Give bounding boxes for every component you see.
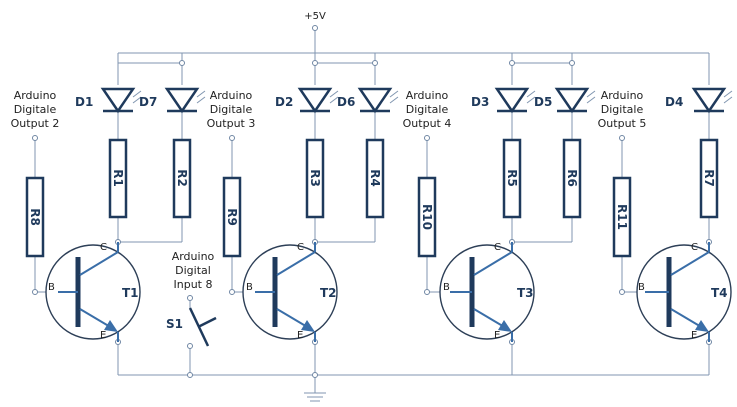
transistor-t2	[242, 242, 338, 342]
label-t4: T4	[711, 286, 728, 300]
led-d1	[100, 87, 142, 114]
label-d6: D6	[337, 95, 355, 109]
label-t2-c: C	[297, 242, 304, 253]
label-t3-e: E	[494, 330, 500, 341]
label-t1-b: B	[48, 282, 55, 293]
resistor-r3	[305, 138, 325, 219]
output-3-line1: Arduino	[210, 89, 253, 102]
input-8-line3: Input 8	[174, 278, 213, 291]
label-t2: T2	[320, 286, 337, 300]
resistor-r6	[562, 138, 582, 219]
label-t4-b: B	[638, 282, 645, 293]
resistor-r1	[108, 138, 128, 219]
output-4-line3: Output 4	[403, 117, 452, 130]
label-t1-c: C	[100, 242, 107, 253]
label-r3: R3	[308, 169, 322, 187]
junction-nodes	[32, 25, 712, 378]
label-t1-e: E	[100, 330, 106, 341]
output-2-line2: Digitale	[14, 103, 57, 116]
label-r8: R8	[28, 208, 42, 226]
led-d7	[164, 87, 206, 114]
labels: +5V D1 D7 D2 D6 D3 D5 D4 R1 R2 R3 R4 R5 …	[11, 11, 728, 341]
output-2-line3: Output 2	[11, 117, 60, 130]
transistor-t4	[636, 242, 732, 342]
input-8-line1: Arduino	[172, 250, 215, 263]
led-d4	[691, 87, 733, 114]
resistor-r4	[365, 138, 385, 219]
label-d1: D1	[75, 95, 93, 109]
label-r5: R5	[505, 169, 519, 187]
led-d6	[357, 87, 399, 114]
label-r6: R6	[565, 169, 579, 187]
output-4-line2: Digitale	[406, 103, 449, 116]
label-r2: R2	[175, 169, 189, 187]
label-d5: D5	[534, 95, 552, 109]
label-d4: D4	[665, 95, 683, 109]
label-t3: T3	[517, 286, 534, 300]
output-5-line2: Digitale	[601, 103, 644, 116]
resistor-r11	[612, 176, 632, 258]
label-t2-b: B	[246, 282, 253, 293]
output-3-line2: Digitale	[210, 103, 253, 116]
label-d7: D7	[139, 95, 157, 109]
led-d2	[297, 87, 339, 114]
resistor-r9	[222, 176, 242, 258]
transistor-t1	[45, 242, 141, 342]
label-t2-e: E	[297, 330, 303, 341]
output-5-line1: Arduino	[601, 89, 644, 102]
label-t1: T1	[122, 286, 139, 300]
led-d3	[494, 87, 536, 114]
input-8-line2: Digital	[175, 264, 211, 277]
led-d5	[554, 87, 596, 114]
label-t4-e: E	[691, 330, 697, 341]
supply-label: +5V	[304, 11, 326, 22]
resistor-r7	[699, 138, 719, 219]
label-r1: R1	[111, 169, 125, 187]
label-r4: R4	[368, 169, 382, 187]
resistor-r5	[502, 138, 522, 219]
output-5-line3: Output 5	[598, 117, 647, 130]
resistor-r10	[417, 176, 437, 258]
resistor-r2	[172, 138, 192, 219]
output-3-line3: Output 3	[207, 117, 256, 130]
label-t3-b: B	[443, 282, 450, 293]
switch-s1	[188, 307, 217, 347]
label-s1: S1	[166, 317, 183, 331]
label-t3-c: C	[494, 242, 501, 253]
output-2-line1: Arduino	[14, 89, 57, 102]
label-d3: D3	[471, 95, 489, 109]
label-r10: R10	[420, 204, 434, 230]
label-r11: R11	[615, 204, 629, 230]
label-r9: R9	[225, 208, 239, 226]
label-r7: R7	[702, 169, 716, 187]
label-t4-c: C	[691, 242, 698, 253]
resistor-r8	[25, 176, 45, 258]
label-d2: D2	[275, 95, 293, 109]
output-4-line1: Arduino	[406, 89, 449, 102]
transistor-t3	[439, 242, 535, 342]
